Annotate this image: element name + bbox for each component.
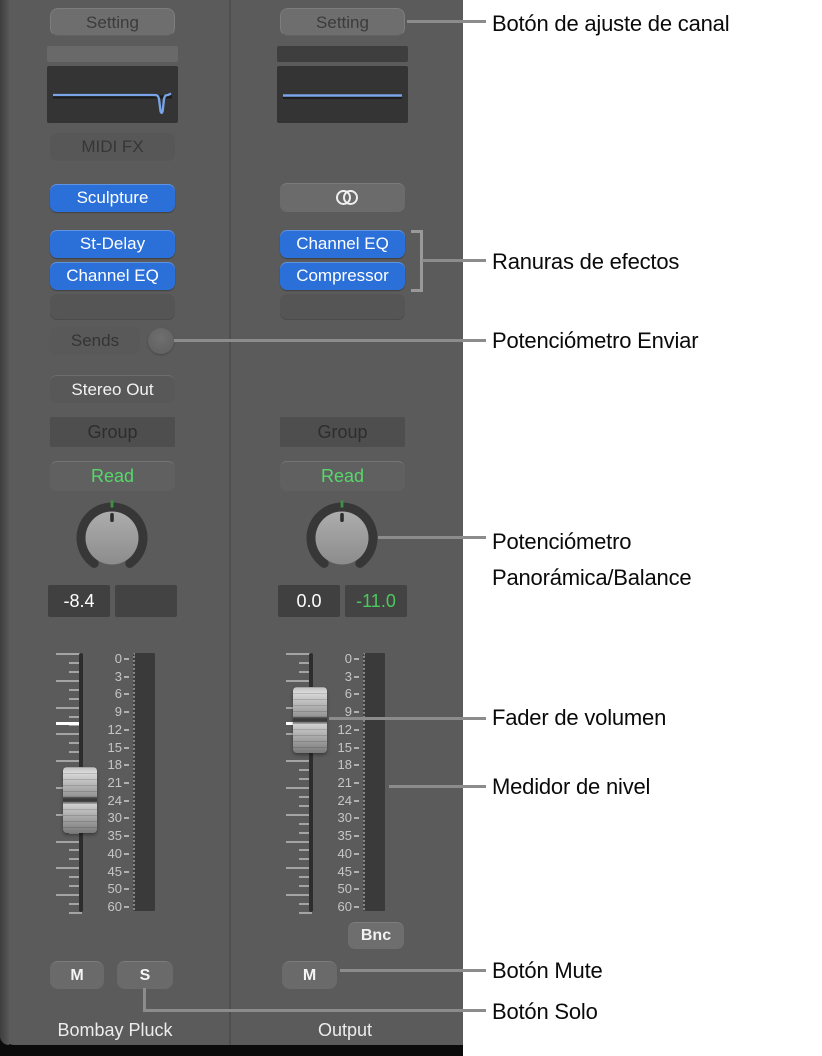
automation-mode-button[interactable]: Read [280, 461, 405, 491]
fader-scale-label: 12 [107, 722, 122, 737]
fader-scale-label: 15 [107, 740, 122, 755]
fader-scale-label: 35 [337, 828, 352, 843]
gain-value-display[interactable] [115, 585, 177, 617]
fader-section: 0 3 6 9 12 15 18 21 24 30 35 40 45 50 60 [56, 651, 157, 914]
fader-scale-label: 24 [107, 793, 122, 808]
channel-name[interactable]: Output [317, 1020, 373, 1040]
pan-knob[interactable] [303, 499, 381, 577]
fader-scale-label: 21 [107, 775, 122, 790]
mute-button[interactable]: M [282, 961, 337, 989]
callout-line-level-meter [389, 785, 486, 788]
fader-scale-label: 6 [114, 686, 122, 701]
fader-scale-label: 0 [114, 651, 122, 666]
solo-button[interactable]: S [117, 961, 173, 989]
stereo-format-icon [335, 190, 351, 205]
sends-slot[interactable]: Sends [50, 327, 140, 355]
midi-fx-slot[interactable]: MIDI FX [50, 133, 175, 161]
instrument-slot[interactable]: Sculpture [50, 184, 175, 212]
fader-scale-label: 50 [337, 881, 352, 896]
audio-fx-slot-1[interactable]: Channel EQ [280, 230, 405, 258]
fader-scale-label: 45 [337, 864, 352, 879]
volume-fader[interactable] [293, 687, 327, 753]
fader-scale-label: 60 [337, 899, 352, 914]
channel-strip-bombay-pluck: Setting MIDI FX Sculpture St-Delay Chann… [0, 0, 230, 1045]
channel-setting-button[interactable]: Setting [280, 8, 405, 36]
fader-scale-label: 3 [344, 669, 352, 684]
callout-label-pan-knob-line1: Potenciómetro [492, 529, 632, 554]
audio-fx-slot-2[interactable]: Channel EQ [50, 262, 175, 290]
audio-fx-slot-empty[interactable] [280, 294, 405, 320]
fader-scale-label: 30 [107, 810, 122, 825]
callout-label-channel-setting: Botón de ajuste de canal [492, 11, 730, 36]
eq-thumbnail-display[interactable] [277, 66, 408, 123]
callout-line-solo-vertical [143, 988, 146, 1012]
callout-label-pan-knob: Potenciómetro Panorámica/Balance [492, 524, 692, 596]
audio-fx-slot-1[interactable]: St-Delay [50, 230, 175, 258]
fader-scale-label: 24 [337, 793, 352, 808]
mixer-left-edge [0, 0, 9, 1045]
channel-strip-output: Setting Channel EQ Compressor Group Read [230, 0, 460, 1045]
callout-label-mute: Botón Mute [492, 958, 603, 983]
fader-section: 0 3 6 9 12 15 18 21 24 30 35 40 45 50 60 [286, 651, 387, 914]
level-meter [133, 653, 155, 911]
callout-line-mute [340, 969, 486, 972]
mixer-panel [0, 0, 463, 1045]
callout-label-send-knob: Potenciómetro Enviar [492, 328, 699, 353]
fader-scale-label: 0 [344, 651, 352, 666]
strip-divider [229, 0, 231, 1045]
fader-scale-label: 12 [337, 722, 352, 737]
output-slot[interactable]: Stereo Out [50, 375, 175, 403]
gain-value-display[interactable]: -11.0 [345, 585, 407, 617]
callout-line-volume-fader [329, 717, 486, 720]
callout-label-effect-slots: Ranuras de efectos [492, 249, 680, 274]
send-knob[interactable] [148, 328, 174, 354]
level-meter [363, 653, 385, 911]
fader-scale-label: 50 [107, 881, 122, 896]
eq-thumbnail-display[interactable] [47, 66, 178, 123]
fader-scale-label: 18 [107, 757, 122, 772]
group-slot[interactable]: Group [50, 417, 175, 447]
fader-scale-label: 45 [107, 864, 122, 879]
channel-name[interactable]: Bombay Pluck [57, 1020, 173, 1040]
fader-scale-label: 9 [344, 704, 352, 719]
callout-line-solo [143, 1009, 486, 1012]
callout-label-level-meter: Medidor de nivel [492, 774, 651, 799]
fader-scale-label: 60 [107, 899, 122, 914]
callout-label-volume-fader: Fader de volumen [492, 705, 667, 730]
fader-track [309, 653, 313, 912]
mute-button[interactable]: M [50, 961, 104, 989]
gain-reduction-display [277, 46, 408, 62]
fader-scale-label: 6 [344, 686, 352, 701]
automation-mode-button[interactable]: Read [50, 461, 175, 491]
audio-fx-slot-empty[interactable] [50, 294, 175, 320]
volume-fader[interactable] [63, 767, 97, 833]
fader-scale-label: 40 [107, 846, 122, 861]
fader-scale-label: 21 [337, 775, 352, 790]
fader-scale-label: 15 [337, 740, 352, 755]
callout-bracket-effect-slots [411, 230, 423, 292]
pan-value-display[interactable]: -8.4 [48, 585, 110, 617]
callout-line-effect-slots [422, 259, 486, 262]
channel-setting-button[interactable]: Setting [50, 8, 175, 36]
bounce-button[interactable]: Bnc [348, 922, 404, 949]
group-slot[interactable]: Group [280, 417, 405, 447]
format-button[interactable] [280, 183, 405, 212]
fader-scale-label: 3 [114, 669, 122, 684]
gain-reduction-display [47, 46, 178, 62]
audio-fx-slot-2[interactable]: Compressor [280, 262, 405, 290]
pan-value-display[interactable]: 0.0 [278, 585, 340, 617]
fader-scale-label: 30 [337, 810, 352, 825]
callout-line-send-knob [174, 339, 486, 342]
pan-knob[interactable] [73, 499, 151, 577]
callout-label-pan-knob-line2: Panorámica/Balance [492, 565, 692, 590]
fader-scale-label: 9 [114, 704, 122, 719]
callout-line-channel-setting [407, 20, 486, 23]
fader-scale-label: 35 [107, 828, 122, 843]
fader-scale-label: 40 [337, 846, 352, 861]
callout-line-pan-knob [378, 536, 486, 539]
callout-label-solo: Botón Solo [492, 999, 598, 1024]
fader-scale-label: 18 [337, 757, 352, 772]
